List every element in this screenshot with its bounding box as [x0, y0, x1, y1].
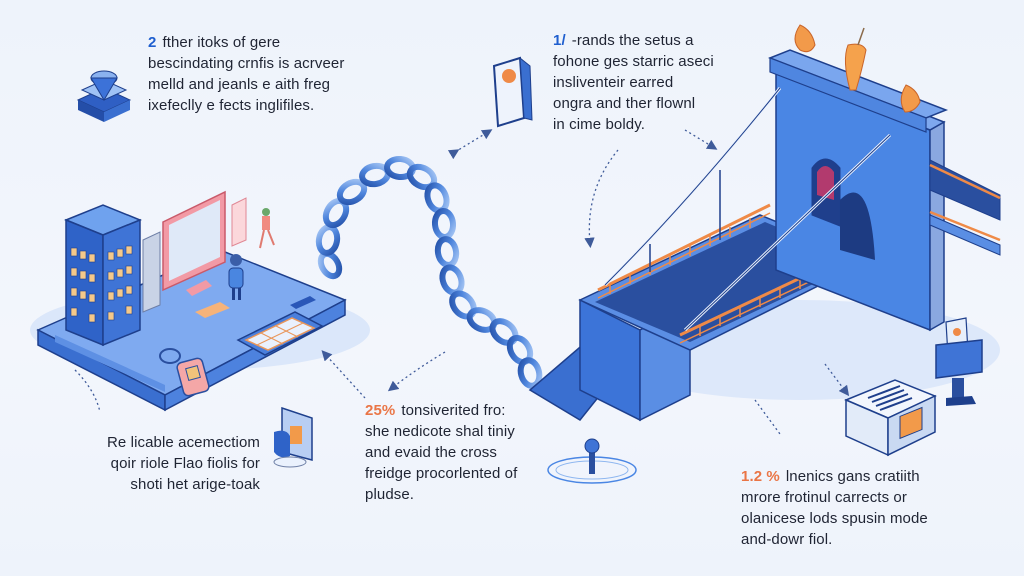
keycard-tag	[159, 348, 210, 397]
caption-line: shoti het arige-toak	[130, 476, 260, 493]
chain	[315, 155, 543, 389]
floor-mat	[195, 302, 230, 318]
caption-bottom-left: Re licable acemectiom qoir riole Flao fi…	[60, 432, 260, 495]
caption-number: 1/	[553, 32, 566, 49]
caption-line: freidge procorlented of	[365, 465, 518, 482]
clipboard-stand	[935, 317, 983, 406]
caption-line: -rands the setus a	[571, 32, 694, 49]
caption-line: mrore frotinul carrects or	[741, 489, 907, 506]
caption-line: she nedicote shal tiniy	[365, 423, 515, 440]
caption-line: ongra and ther flownl	[553, 95, 696, 112]
caption-bottom-right: 1.2 % lnenics gans cratiith mrore frotinu…	[741, 466, 928, 550]
badge-stand	[273, 406, 313, 468]
caption-line: qoir riole Flao fiolis for	[110, 455, 260, 472]
caption-top-left: 2 fther itoks of gere bescindating crnfis…	[148, 32, 344, 116]
caption-line: fohone ges starric aseci	[553, 53, 714, 70]
caption-line: Re licable acemectiom	[107, 434, 260, 451]
office-building	[64, 204, 142, 347]
caption-line: lnenics gans cratiith	[785, 468, 920, 485]
caption-line: melld and jeanls e aith freg	[148, 76, 331, 93]
server-tower	[142, 231, 161, 313]
door-panel	[231, 197, 247, 247]
document-badge-icon	[492, 56, 533, 128]
printer-box	[844, 379, 937, 457]
caption-line: in cime boldy.	[553, 116, 645, 133]
monitor	[162, 190, 226, 296]
caption-line: olanicese lods spusin mode	[741, 510, 928, 527]
caption-number: 1.2 %	[741, 468, 780, 485]
caption-middle: 25% tonsiverited fro: she nedicote shal t…	[365, 400, 517, 505]
caption-top-right: 1/ -rands the setus a fohone ges starric …	[553, 30, 714, 135]
small-figure	[259, 208, 275, 249]
caption-line: insliventeir earred	[553, 74, 674, 91]
tablet-slab	[290, 296, 316, 309]
caption-line: bescindating crnfis is acrveer	[148, 55, 345, 72]
signpost	[547, 438, 637, 484]
keypad-panel	[236, 311, 324, 356]
caption-line: and evaid the cross	[365, 444, 497, 461]
caption-line: fther itoks of gere	[162, 34, 281, 51]
server-funnel-icon	[76, 70, 132, 122]
caption-number: 2	[148, 34, 157, 51]
caption-line: and-dowr fiol.	[741, 531, 833, 548]
suspension-bridge	[528, 49, 1001, 422]
caption-line: ixefeclly e fects inglifiles.	[148, 97, 315, 114]
caption-number: 25%	[365, 402, 396, 419]
caption-line: tonsiverited fro:	[401, 402, 506, 419]
flame-beacons	[794, 24, 921, 113]
dotted-arrows	[74, 129, 850, 435]
person-figure	[228, 254, 244, 300]
caption-line: pludse.	[365, 486, 415, 503]
